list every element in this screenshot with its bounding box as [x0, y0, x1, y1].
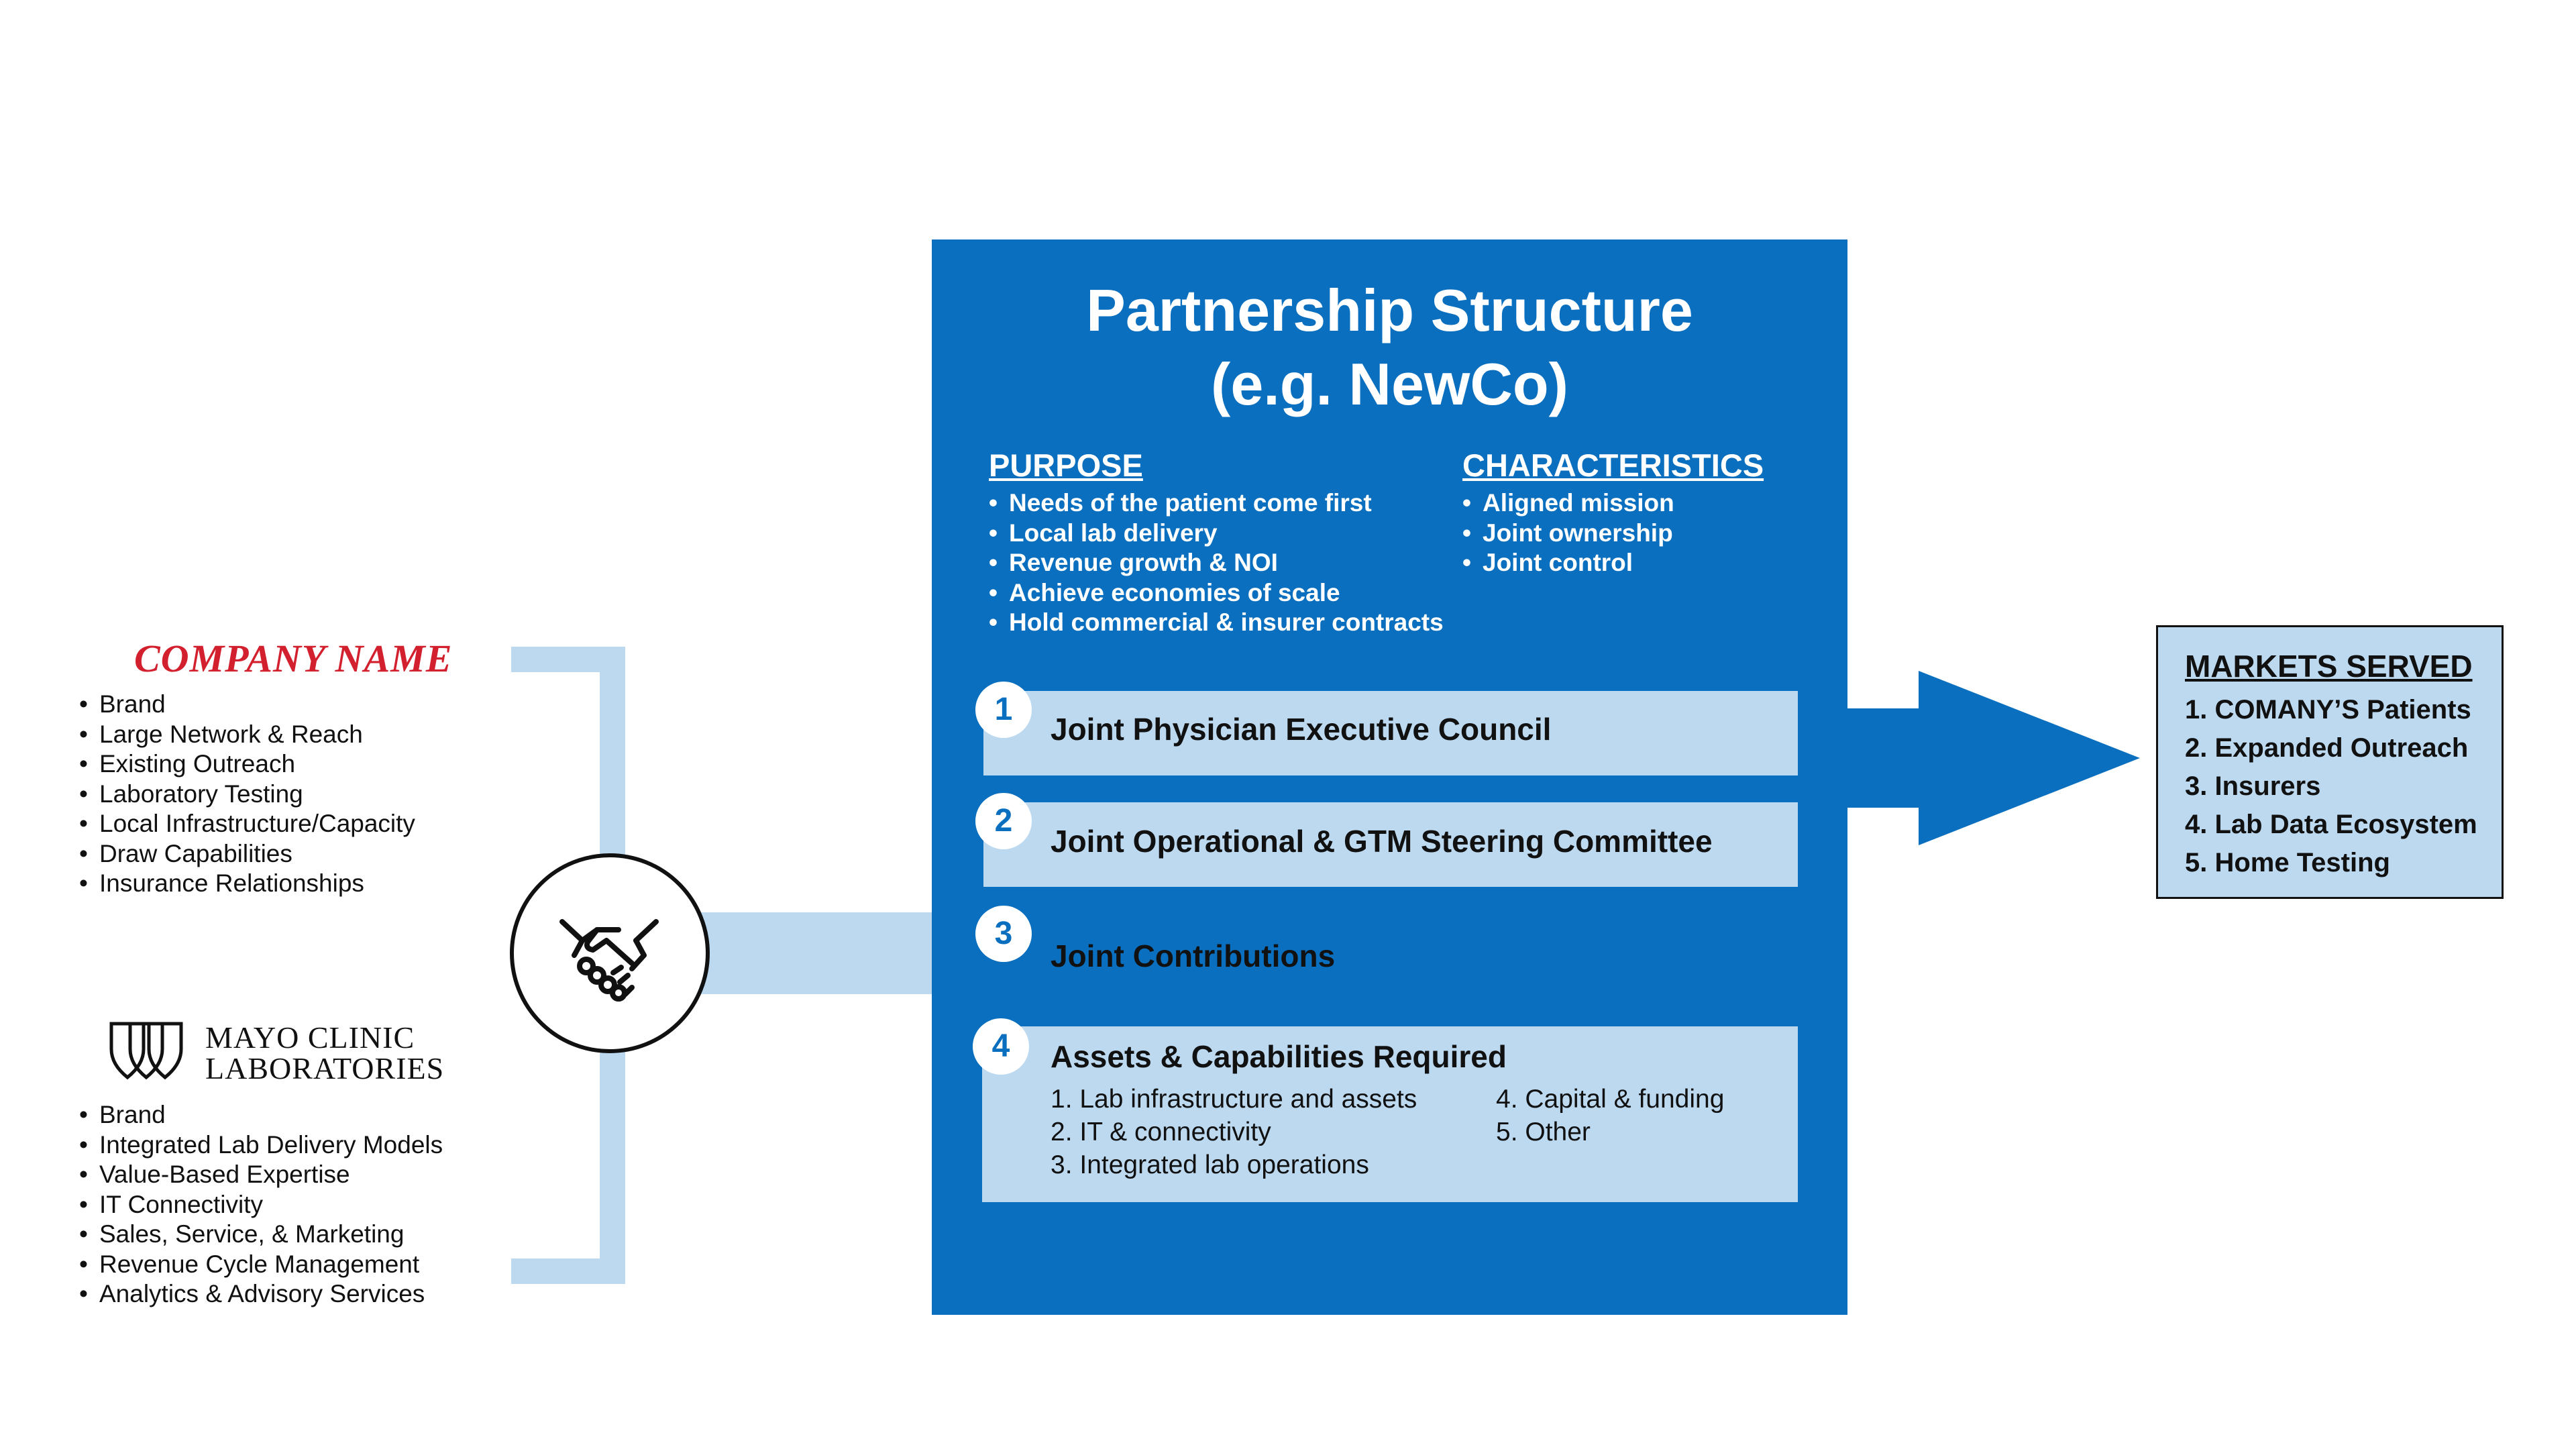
row-4-label: Assets & Capabilities Required [1051, 1039, 1507, 1074]
list-item: Joint control [1462, 548, 1674, 578]
list-item: 4. Lab Data Ecosystem [2185, 810, 2477, 839]
list-item: 1. Lab infrastructure and assets [1051, 1085, 1417, 1114]
row-2-box [983, 802, 1798, 887]
list-item: Integrated Lab Delivery Models [79, 1130, 443, 1161]
row-1-number-badge: 1 [975, 682, 1032, 738]
handshake-icon [559, 919, 659, 1002]
list-item: Joint ownership [1462, 519, 1674, 549]
markets-served-heading: MARKETS SERVED [2185, 649, 2473, 684]
purpose-list: Needs of the patient come first Local la… [989, 488, 1444, 638]
mayo-logo-line2: LABORATORIES [205, 1051, 445, 1085]
row-4-number-badge: 4 [973, 1018, 1029, 1075]
list-item: Hold commercial & insurer contracts [989, 608, 1444, 638]
list-item: Brand [79, 690, 415, 720]
row-3-number-badge: 3 [975, 906, 1032, 962]
mayo-contributions-list: Brand Integrated Lab Delivery Models Val… [79, 1100, 443, 1309]
list-item: Revenue growth & NOI [989, 548, 1444, 578]
row-3-label: Joint Contributions [1051, 938, 1336, 973]
list-item: Aligned mission [1462, 488, 1674, 519]
row-1-label: Joint Physician Executive Council [1051, 712, 1552, 747]
row-2-label: Joint Operational & GTM Steering Committ… [1051, 824, 1713, 859]
markets-served-list: 1. COMANY’S Patients 2. Expanded Outreac… [2185, 691, 2477, 882]
list-item: Value-Based Expertise [79, 1160, 443, 1190]
mayo-shield-icon [109, 1022, 183, 1080]
list-item: 5. Home Testing [2185, 848, 2390, 877]
list-item: 3. Insurers [2185, 771, 2321, 801]
list-item: Sales, Service, & Marketing [79, 1220, 443, 1250]
list-item: 2. IT & connectivity [1051, 1118, 1271, 1146]
purpose-heading: PURPOSE [989, 447, 1143, 483]
list-item: 1. COMANY’S Patients [2185, 695, 2471, 724]
mayo-logo-line1: MAYO CLINIC [205, 1020, 415, 1055]
assets-list-col-2: 4. Capital & funding 5. Other [1496, 1083, 1724, 1148]
handshake-circle [510, 853, 710, 1053]
assets-list-col-1: 1. Lab infrastructure and assets 2. IT &… [1051, 1083, 1417, 1181]
markets-served-box [2156, 625, 2504, 899]
arrow-right-icon [1845, 671, 2140, 845]
partnership-structure-title: Partnership Structure (e.g. NewCo) [932, 274, 1847, 421]
row-4-box [982, 1026, 1798, 1202]
bracket-bottom-arm [511, 1258, 625, 1284]
list-item: 4. Capital & funding [1496, 1085, 1725, 1114]
company-contributions-list: Brand Large Network & Reach Existing Out… [79, 690, 415, 899]
list-item: Large Network & Reach [79, 720, 415, 750]
list-item: Local lab delivery [989, 519, 1444, 549]
row-2-number-badge: 2 [975, 793, 1032, 849]
list-item: Analytics & Advisory Services [79, 1279, 443, 1309]
row-1-box [983, 691, 1798, 775]
list-item: Existing Outreach [79, 749, 415, 780]
characteristics-list: Aligned mission Joint ownership Joint co… [1462, 488, 1674, 578]
list-item: Draw Capabilities [79, 839, 415, 869]
list-item: Needs of the patient come first [989, 488, 1444, 519]
title-line-2: (e.g. NewCo) [1211, 351, 1568, 417]
list-item: 2. Expanded Outreach [2185, 733, 2469, 763]
list-item: Achieve economies of scale [989, 578, 1444, 608]
list-item: Insurance Relationships [79, 869, 415, 899]
characteristics-heading: CHARACTERISTICS [1462, 447, 1764, 483]
title-line-1: Partnership Structure [1086, 277, 1693, 343]
list-item: Local Infrastructure/Capacity [79, 809, 415, 839]
list-item: 3. Integrated lab operations [1051, 1150, 1369, 1179]
company-name: COMPANY NAME [134, 637, 453, 680]
list-item: Brand [79, 1100, 443, 1130]
list-item: Laboratory Testing [79, 780, 415, 810]
list-item: IT Connectivity [79, 1190, 443, 1220]
list-item: 5. Other [1496, 1118, 1591, 1146]
list-item: Revenue Cycle Management [79, 1250, 443, 1280]
